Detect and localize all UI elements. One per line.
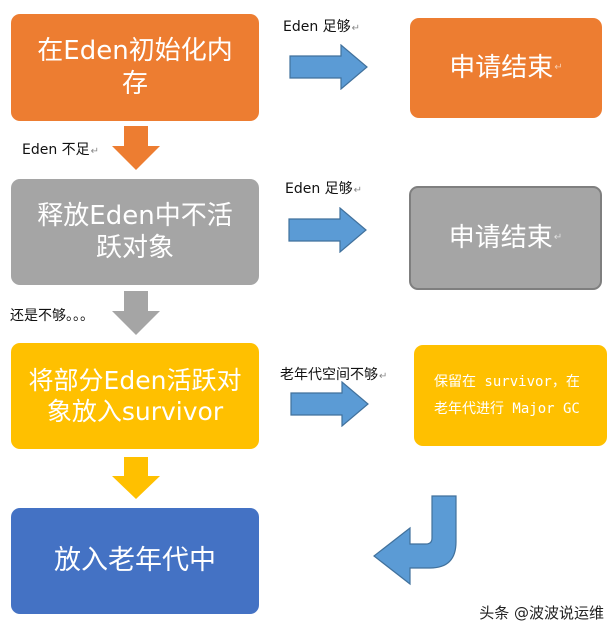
step-move-to-survivor-text: 将部分Eden活跃对象放入survivor [28,365,242,426]
return-arrow [373,495,457,586]
label-still-insufficient: 还是不够。。。 [10,308,94,324]
down-arrow-3 [112,457,160,499]
step-init-eden-text: 在Eden初始化内存 [37,36,233,99]
label-eden-insufficient: Eden 不足↵ [22,142,100,158]
step-free-inactive-text: 释放Eden中不活跃对象 [37,200,233,264]
right-arrow-2 [288,207,367,253]
result-box-2: 申请结束↵ [409,186,602,290]
label-eden-enough-1: Eden 足够↵ [283,19,361,35]
label-old-gen-insufficient: 老年代空间不够↵ [280,367,388,383]
right-arrow-3 [290,381,369,427]
down-arrow-1 [112,126,160,170]
watermark: 头条 @波波说运维 [479,604,604,622]
result-box-1: 申请结束↵ [410,18,602,118]
step-move-to-survivor: 将部分Eden活跃对象放入survivor [11,343,259,449]
step-move-to-old-gen-text: 放入老年代中 [54,545,216,577]
step-move-to-old-gen: 放入老年代中 [11,508,259,614]
result-box-3: 保留在 survivor，在老年代进行 Major GC [414,345,607,446]
right-arrow-1 [289,44,368,90]
step-init-eden: 在Eden初始化内存 [11,14,259,121]
down-arrow-2 [112,291,160,335]
label-eden-enough-2: Eden 足够↵ [285,181,363,197]
step-free-inactive: 释放Eden中不活跃对象 [11,179,259,285]
